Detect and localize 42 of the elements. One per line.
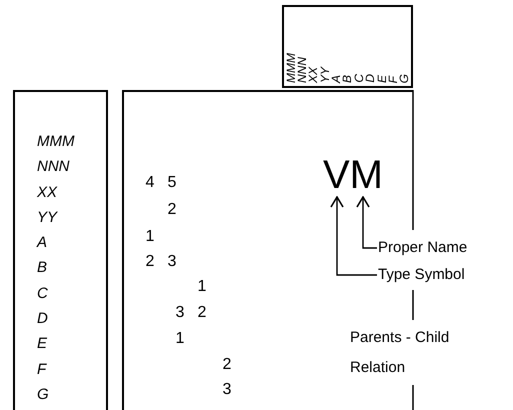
matrix-value: 2 — [168, 201, 176, 219]
column-label: A — [331, 74, 342, 83]
row-label: D — [37, 309, 48, 330]
row-label: F — [37, 360, 46, 380]
column-header-box — [282, 5, 413, 88]
matrix-value: 2 — [198, 304, 206, 322]
row-label: MMM — [37, 132, 74, 152]
column-label: YY — [320, 66, 330, 83]
row-label: B — [37, 258, 48, 278]
row-label: G — [37, 384, 49, 405]
row-label: XX — [37, 182, 58, 203]
column-label: B — [342, 74, 352, 83]
relation-note: Parents - Child Relation — [350, 328, 450, 378]
column-label: E — [376, 74, 387, 83]
matrix-value: 1 — [198, 278, 206, 296]
column-label: C — [354, 74, 364, 83]
matrix-value: 2 — [222, 356, 232, 374]
matrix-value: 3 — [222, 381, 232, 399]
row-label: C — [37, 284, 48, 304]
matrix-value: 3 — [168, 253, 176, 271]
leader-arrow — [330, 196, 377, 276]
column-label: MMM — [286, 53, 296, 83]
row-label: A — [37, 233, 48, 254]
row-label: YY — [37, 208, 58, 228]
matrix-value: 2 — [146, 253, 154, 271]
column-label: NNN — [297, 57, 308, 83]
matrix-value: 4 — [146, 174, 154, 192]
leader-arrow — [356, 196, 377, 249]
annotation-text: Type Symbol — [378, 266, 465, 284]
annotation-text: Proper Name — [378, 239, 468, 257]
symbol-text: VM — [320, 154, 386, 196]
column-label: D — [365, 74, 376, 83]
matrix-value: 5 — [168, 174, 176, 192]
column-label: XX — [308, 66, 318, 83]
column-label: F — [388, 76, 398, 83]
matrix-value: 1 — [146, 228, 154, 246]
row-header-box — [13, 90, 108, 410]
matrix-value: 1 — [176, 330, 184, 348]
row-label: NNN — [37, 157, 70, 178]
column-label: G — [399, 74, 410, 83]
row-label: E — [37, 334, 48, 354]
matrix-value: 3 — [176, 304, 184, 322]
